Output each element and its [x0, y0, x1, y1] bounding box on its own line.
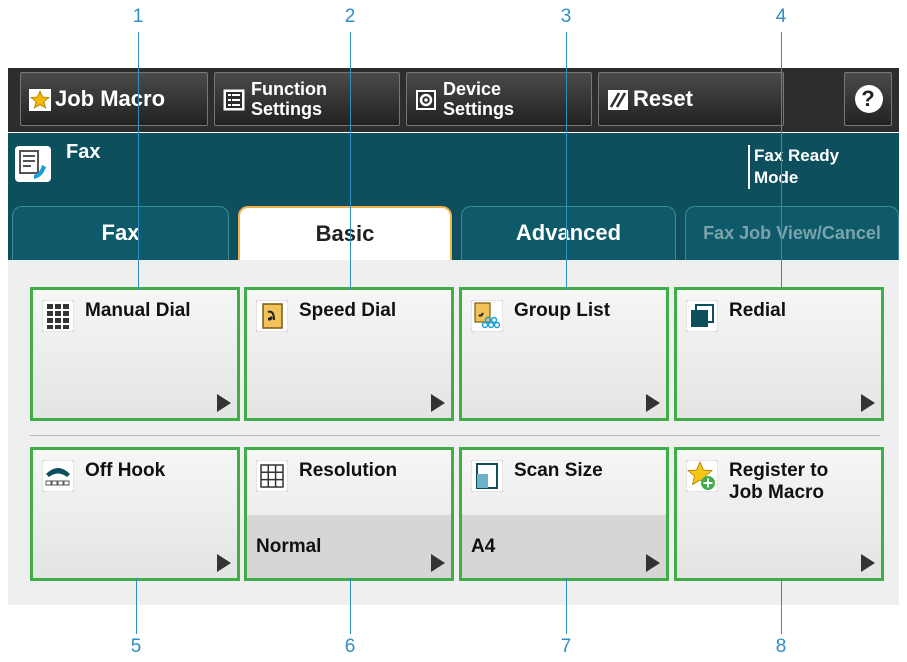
arrow-icon [431, 394, 445, 412]
gear-icon [416, 90, 436, 110]
redial-label: Redial [729, 300, 787, 321]
callout-line-2 [350, 32, 351, 290]
fax-icon [15, 146, 51, 182]
mode-header: Fax Fax Ready Mode [8, 133, 899, 198]
grid-icon [256, 460, 288, 492]
group-list-icon [471, 300, 503, 332]
group-list-button[interactable]: Group List [459, 287, 669, 421]
help-label: ? [861, 86, 875, 111]
register-to-job-macro-button[interactable]: Register to Job Macro [674, 447, 884, 581]
resolution-value: Normal [256, 536, 322, 557]
device-settings-button[interactable]: Device Settings [406, 72, 592, 126]
arrow-icon [217, 554, 231, 572]
phone-handset-icon [42, 460, 74, 492]
callout-line-6 [350, 578, 351, 634]
list-settings-icon [223, 89, 245, 111]
mode-title: Fax [66, 141, 101, 163]
job-macro-button[interactable]: Job Macro [20, 72, 208, 126]
callout-line-8 [781, 578, 782, 634]
scan-size-value-area [462, 515, 666, 578]
arrow-icon [646, 554, 660, 572]
redial-button[interactable]: Redial [674, 287, 884, 421]
callout-6: 6 [344, 636, 356, 657]
basic-panel: Manual Dial Speed Dial Group List [8, 260, 899, 605]
manual-dial-button[interactable]: Manual Dial [30, 287, 240, 421]
callout-4: 4 [775, 6, 787, 27]
tab-fax[interactable]: Fax [12, 206, 229, 260]
function-settings-button[interactable]: Function Settings [214, 72, 400, 126]
callout-line-3 [566, 32, 567, 290]
callout-8: 8 [775, 636, 787, 657]
resolution-value-area [247, 515, 451, 578]
callout-line-5 [136, 578, 137, 634]
function-settings-label: Function Settings [251, 79, 327, 119]
arrow-icon [217, 394, 231, 412]
speed-dial-button[interactable]: Speed Dial [244, 287, 454, 421]
reset-button[interactable]: Reset [598, 72, 784, 126]
star-add-icon [686, 460, 718, 492]
device-settings-label: Device Settings [443, 79, 515, 119]
arrow-icon [861, 394, 875, 412]
arrow-icon [861, 554, 875, 572]
fax-status: Fax Ready Mode [748, 145, 839, 189]
resolution-label: Resolution [299, 460, 398, 481]
page-size-icon [471, 460, 503, 492]
off-hook-button[interactable]: Off Hook [30, 447, 240, 581]
help-button[interactable]: ? [844, 72, 892, 126]
tab-fax-job-view-cancel[interactable]: Fax Job View/Cancel [685, 206, 899, 260]
redial-icon [686, 300, 718, 332]
callout-line-1 [138, 32, 139, 290]
manual-dial-label: Manual Dial [85, 300, 191, 321]
speed-dial-book-icon [256, 300, 288, 332]
tab-advanced[interactable]: Advanced [461, 206, 676, 260]
row-divider [30, 435, 880, 436]
callout-1: 1 [132, 6, 144, 27]
reset-icon [608, 90, 628, 110]
callout-3: 3 [560, 6, 572, 27]
top-toolbar: Job Macro Function Settings Device Setti… [8, 68, 899, 132]
reset-label: Reset [633, 86, 693, 111]
resolution-button[interactable]: Resolution Normal [244, 447, 454, 581]
callout-line-4 [781, 32, 782, 290]
help-icon [855, 85, 883, 113]
tab-bar: Fax Basic Advanced Fax Job View/Cancel [8, 198, 899, 260]
speed-dial-label: Speed Dial [299, 300, 397, 321]
group-list-label: Group List [514, 300, 611, 321]
scan-size-button[interactable]: Scan Size A4 [459, 447, 669, 581]
keypad-icon [42, 300, 74, 332]
callout-2: 2 [344, 6, 356, 27]
tab-basic[interactable]: Basic [238, 206, 452, 260]
callout-line-7 [566, 578, 567, 634]
job-macro-label: Job Macro [55, 86, 166, 111]
star-icon [29, 89, 51, 111]
register-to-job-macro-label: Register to Job Macro [729, 460, 829, 503]
scan-size-label: Scan Size [514, 460, 603, 481]
scan-size-value: A4 [471, 536, 496, 557]
arrow-icon [646, 394, 660, 412]
callout-5: 5 [130, 636, 142, 657]
callout-7: 7 [560, 636, 572, 657]
off-hook-label: Off Hook [85, 460, 166, 481]
arrow-icon [431, 554, 445, 572]
